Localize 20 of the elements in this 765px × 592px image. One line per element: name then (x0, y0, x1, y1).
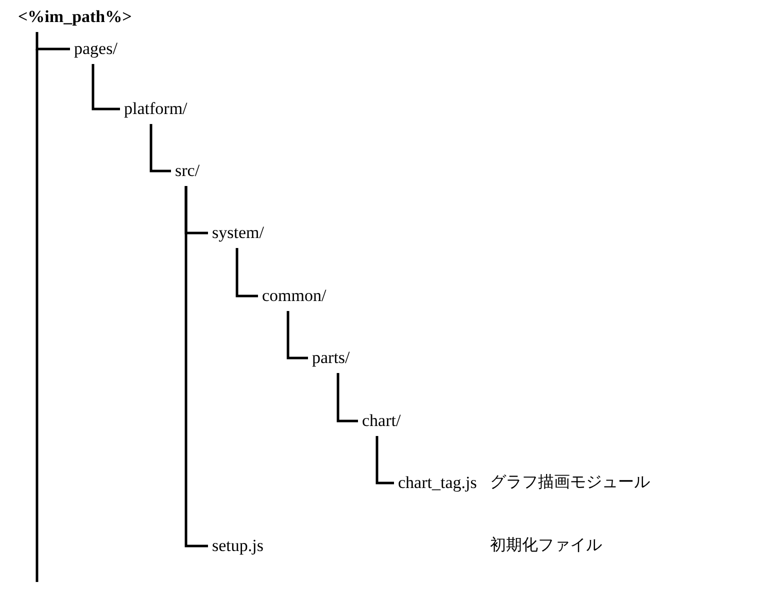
path-name: system/ (212, 222, 264, 244)
file-description: 初期化ファイル (490, 536, 602, 556)
path-name: common/ (262, 285, 326, 307)
path-name: chart/ (362, 410, 401, 432)
path-name: parts/ (312, 347, 350, 369)
path-name: chart_tag.js (398, 472, 477, 494)
tree-connector (92, 64, 120, 110)
tree-connector (286, 311, 308, 360)
tree-connector (376, 436, 394, 484)
file-description: グラフ描画モジュール (490, 473, 650, 493)
path-name: pages/ (74, 38, 118, 60)
path-name: src/ (175, 160, 200, 182)
path-name: setup.js (212, 535, 264, 557)
root-folder-name: <%im_path%> (18, 6, 132, 28)
tree-connector (336, 373, 358, 422)
path-name: platform/ (124, 98, 188, 120)
tree-connector (236, 248, 258, 298)
tree-connector (184, 186, 208, 548)
tree-connector (36, 32, 70, 50)
tree-connector (150, 124, 171, 172)
